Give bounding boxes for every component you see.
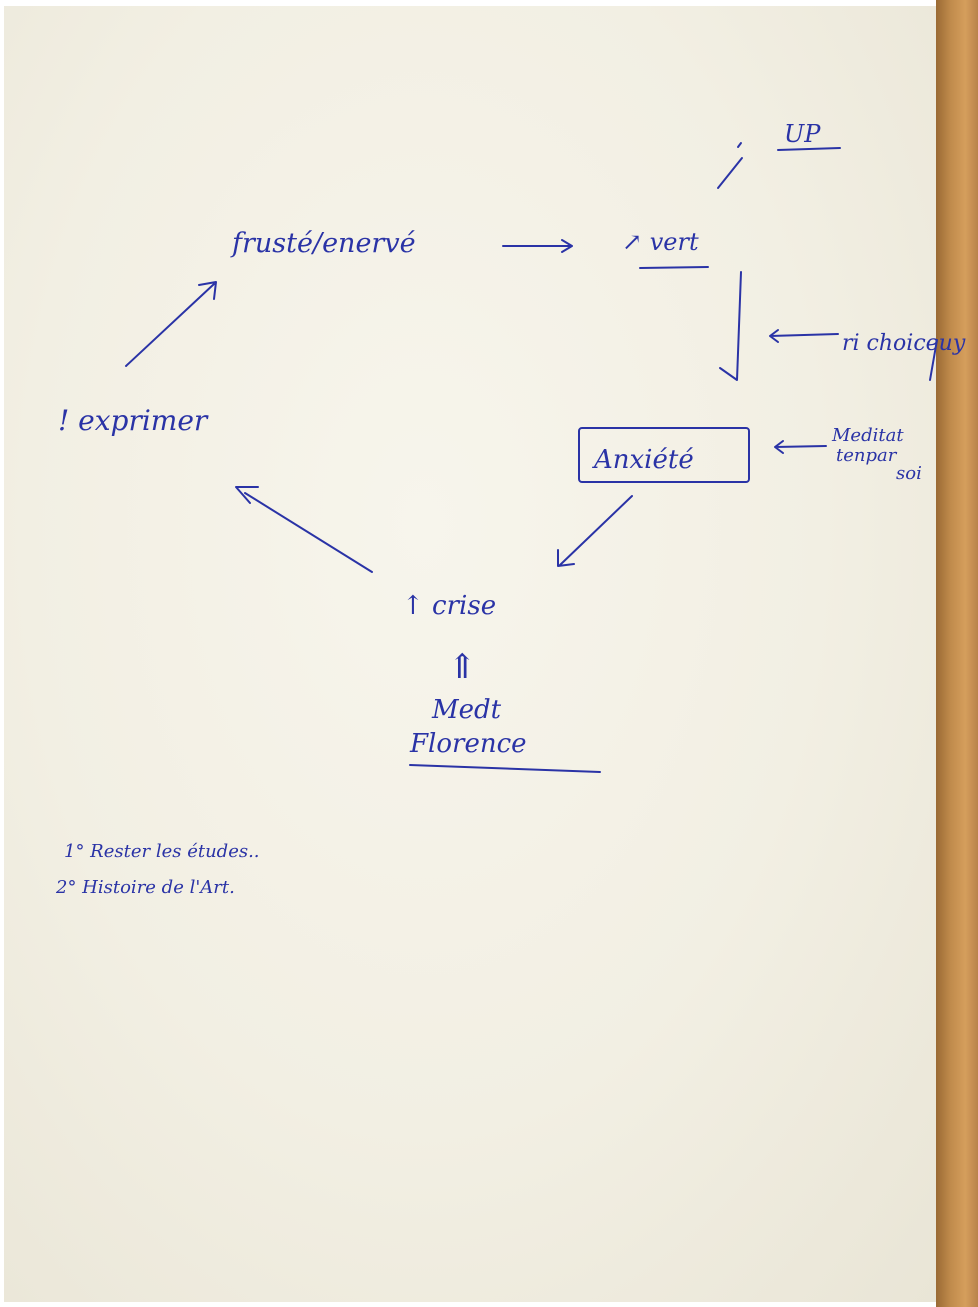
- label-exprimer: ! exprimer: [58, 404, 209, 437]
- label-florence: Florence: [409, 729, 527, 759]
- double-arrow-icon: ⇑: [448, 647, 477, 687]
- arrow-crise-to-exprimer: [235, 486, 373, 573]
- underline-vert: [639, 266, 709, 269]
- arrow-choice: [769, 329, 839, 343]
- note-1: 1° Rester les études..: [64, 841, 260, 862]
- label-meditation-2: tenpar: [836, 445, 898, 466]
- anxiete-box: [578, 427, 750, 483]
- label-choice: ri choiceuy: [842, 331, 966, 356]
- label-meditation-1: Meditat: [831, 425, 904, 446]
- arrow-meditation: [774, 440, 827, 454]
- label-medt: Medt: [431, 695, 502, 725]
- arrow-vert-to-anxiete: [719, 271, 742, 381]
- desk-background: [936, 0, 978, 1307]
- underline-up: [777, 147, 841, 151]
- label-meditation-3: soi: [896, 463, 922, 484]
- choice-tick: [929, 339, 938, 381]
- underline-florence: [409, 764, 601, 773]
- label-frustre: frusté/enervé: [230, 228, 416, 259]
- arrow-up-to-up: [717, 142, 743, 189]
- note-2: 2° Histoire de l'Art.: [55, 877, 235, 898]
- arrow-frustre-to-vert: [502, 239, 573, 253]
- label-anxiete: Anxiété: [592, 445, 694, 475]
- label-vert: ↗ vert: [622, 228, 699, 256]
- label-up: UP: [784, 120, 821, 148]
- arrow-anxiete-to-crise: [557, 495, 633, 567]
- arrow-exprimer-to-frustre: [125, 281, 217, 367]
- paper-sheet: [4, 6, 936, 1302]
- label-crise: ↑ crise: [402, 591, 496, 621]
